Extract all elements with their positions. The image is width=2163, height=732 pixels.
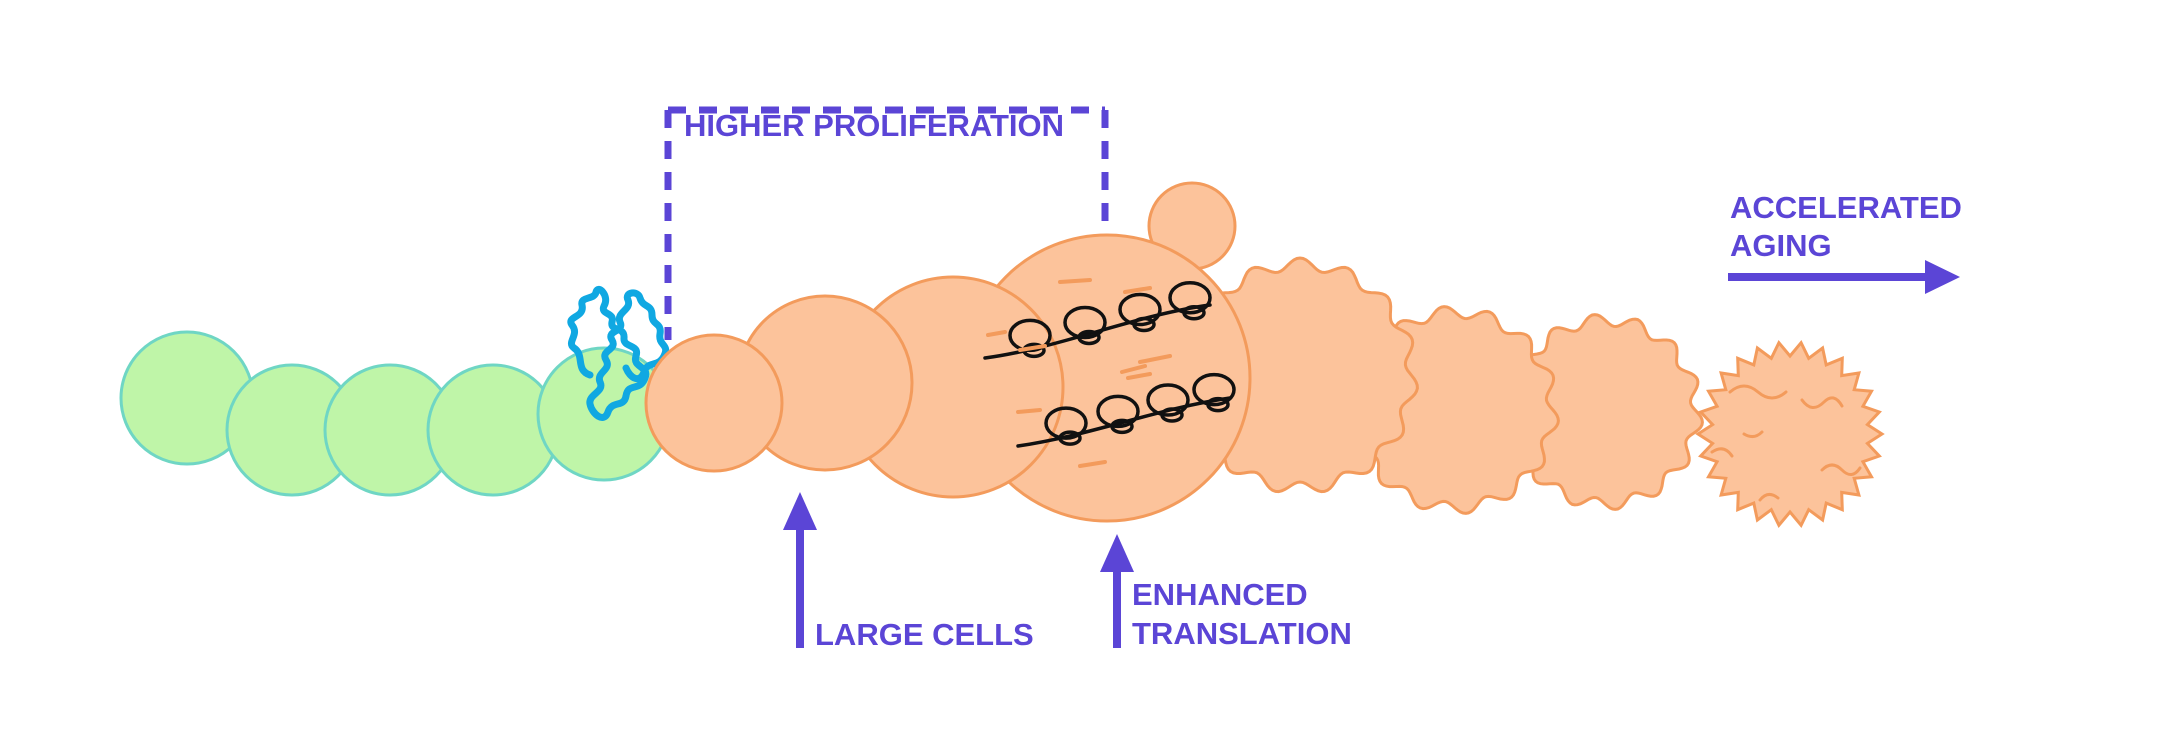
ribosome-small-subunit — [1182, 304, 1206, 321]
peptide-dash — [1120, 364, 1147, 374]
peptide-dash — [1123, 286, 1152, 294]
aged-cell-spiky — [1695, 339, 1885, 529]
enhanced-translation-label-line1: ENHANCED — [1132, 577, 1308, 612]
ribosome-large-subunit — [1044, 406, 1088, 440]
large-cells-label: LARGE CELLS — [815, 617, 1034, 652]
higher-proliferation-label: HIGHER PROLIFERATION — [684, 108, 1064, 143]
polysome-icon — [983, 278, 1236, 468]
damage-squiggle — [1820, 463, 1862, 476]
damage-squiggle — [1710, 447, 1734, 458]
ribosome-small-subunit — [1077, 329, 1101, 346]
peptide-dash — [1078, 460, 1107, 468]
ribosome-small-subunit — [1206, 396, 1230, 413]
peptide-dash — [1018, 344, 1047, 352]
enhanced-translation-label-line2: TRANSLATION — [1132, 616, 1352, 651]
young-cells — [119, 330, 672, 497]
large-cells-arrow — [783, 492, 817, 648]
dna-icon — [567, 285, 670, 421]
accelerated-aging-arrow — [1728, 260, 1960, 294]
peptide-dash — [1138, 354, 1172, 364]
ribosome-large-subunit — [1118, 292, 1162, 327]
accelerated-aging-label-line1: ACCELERATED — [1730, 190, 1962, 225]
proliferation-bracket — [664, 106, 1109, 340]
peptide-dash — [1058, 278, 1092, 284]
old-cells — [644, 181, 1885, 529]
ribosome-large-subunit — [1146, 383, 1190, 417]
ribosome-small-subunit — [1132, 316, 1156, 333]
peptide-dash — [986, 330, 1007, 337]
accelerated-aging-label-line2: AGING — [1730, 228, 1832, 263]
damage-squiggle — [1758, 493, 1780, 502]
ribosome-large-subunit — [1063, 305, 1107, 340]
orange-cell — [644, 333, 784, 473]
ribosome-large-subunit — [1096, 394, 1140, 429]
peptide-dash — [1126, 372, 1152, 380]
damage-squiggle — [1800, 396, 1844, 409]
ribosome-small-subunit — [1110, 418, 1134, 435]
ribosome-large-subunit — [1168, 280, 1212, 315]
damage-squiggle — [1742, 430, 1764, 439]
peptide-dash — [1016, 408, 1042, 414]
damage-squiggle — [1728, 384, 1788, 400]
enhanced-translation-arrow — [1100, 534, 1134, 648]
ribosome-small-subunit — [1058, 430, 1082, 446]
ribosome-large-subunit — [1192, 372, 1236, 407]
ribosome-small-subunit — [1160, 407, 1184, 423]
